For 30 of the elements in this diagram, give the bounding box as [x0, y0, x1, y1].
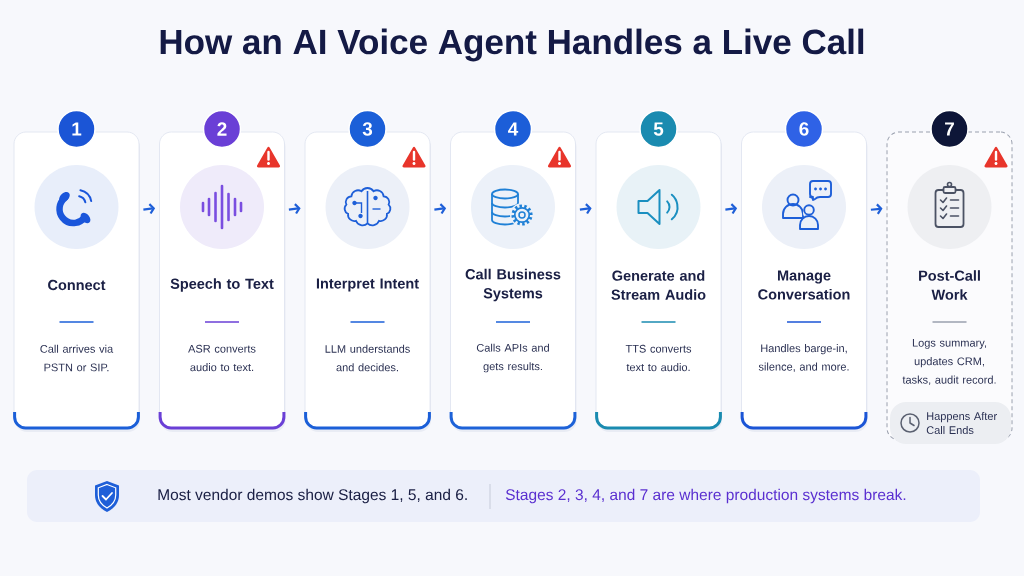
step-number: 2: [202, 109, 242, 149]
step-number: 7: [930, 109, 969, 149]
step-description: TTS converts text to audio.: [625, 344, 692, 372]
arrow: [288, 203, 301, 215]
step-title: Post-Call Work: [919, 270, 980, 300]
step-title: Call Business Systems: [465, 268, 561, 302]
step-description: Handles barge-in, silence, and more.: [758, 344, 849, 372]
step-number: 5: [639, 109, 678, 149]
step-description: Call arrives via PSTN or SIP.: [40, 344, 114, 372]
step-number: 3: [348, 109, 387, 149]
arrow: [143, 203, 156, 215]
arrow: [434, 203, 447, 215]
step-title: Connect: [48, 279, 106, 291]
step-description: Calls APIs and gets results.: [476, 343, 549, 373]
note-text: Stages 2, 3, 4, and 7 are where production systems break.: [505, 488, 906, 504]
note-text: Most vendor demos show Stages 1, 5, and 6.: [158, 488, 467, 504]
step-number: 6: [784, 109, 824, 149]
step-description: LLM understands and decides.: [325, 344, 410, 372]
step-title: Interpret Intent: [316, 278, 419, 292]
step-number: 4: [493, 109, 533, 149]
step-description: Logs summary, updates CRM, tasks, audit record.: [902, 339, 996, 385]
time-note: Happens After Call Ends: [890, 402, 1011, 444]
step-title: Speech to Text: [170, 278, 274, 292]
step-number: 1: [57, 109, 96, 149]
title: How an AI Voice Agent Handles a Live Call: [160, 28, 864, 62]
arrow: [725, 203, 738, 215]
arrow: [579, 203, 592, 215]
step-title: Manage Conversation: [758, 270, 850, 300]
step-description: ASR converts audio to text.: [188, 344, 256, 372]
step-title: Generate and Stream Audio: [611, 270, 706, 300]
